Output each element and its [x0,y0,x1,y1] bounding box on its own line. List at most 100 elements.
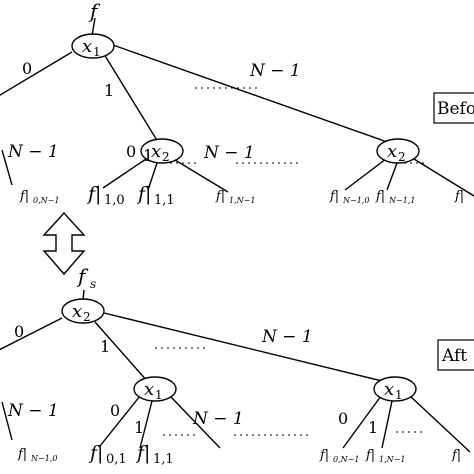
bottom-leaf-11: f| 1,1 [135,442,174,467]
bottom-child-var: x [144,379,154,400]
top-mid-label-1: 1 [143,146,153,165]
bottom-root-node [61,298,105,324]
bottom-root-edge-n1 [103,312,387,383]
top-mid-edge-1 [147,162,158,191]
bottom-left-label-n1: N − 1 [7,401,59,421]
bottom-left-sub-edge [1,401,13,441]
swap-double-arrow-icon [42,211,86,276]
top-root-edge-1 [103,53,159,143]
svg-text:f|: f| [17,447,27,462]
top-right-edge-n1 [413,158,474,197]
top-mid-edge-n1 [174,159,229,193]
bottom-leaf-0n1: f| 0,N−1 [319,448,359,464]
top-right-node [376,138,420,164]
svg-text:1,N−1: 1,N−1 [229,196,255,205]
bottom-stage-box [437,339,474,371]
top-root-var: x [82,36,92,57]
top-root-node [71,33,115,59]
top-mid-label-n1: N − 1 [203,143,255,163]
top-right-var: x [387,141,397,162]
svg-text:f|: f| [365,448,375,463]
top-root-sub: 1 [93,45,101,59]
bottom-right-edge-0 [342,395,382,449]
bottom-right-edge-n1 [409,395,471,453]
top-label-0: 0 [22,59,32,78]
bottom-root-sub: 2 [83,310,91,324]
bottom-label-1: 1 [100,337,110,356]
bottom-mid-label-n1: N − 1 [192,409,244,429]
svg-text:1,1: 1,1 [153,452,174,467]
top-left-label-n1: N − 1 [7,142,59,162]
top-right-sub: 2 [398,150,406,164]
top-leaf-11: f| 1,1 [136,183,175,208]
top-child-node [140,138,184,164]
bottom-mid-edge-0 [99,395,141,447]
bottom-right-var: x [384,379,394,400]
bottom-leaf-n10: f| N−1,0 [17,447,57,463]
bottom-mid-edge-n1 [169,395,221,449]
bottom-tree: f s x 2 0 1 N − 1 N − 1 f| N−1,0 x 1 0 1… [0,264,474,467]
svg-text:1,0: 1,0 [104,193,125,208]
bottom-child-node [133,376,177,402]
svg-text:0,1: 0,1 [106,452,127,467]
bottom-leaf-01: f| 0,1 [88,442,127,467]
svg-text:1,1: 1,1 [154,193,175,208]
top-label-1: 1 [104,81,114,100]
bottom-func-label: f [76,264,89,288]
bottom-right-node [373,376,417,402]
top-leaf-partial: f| [454,189,464,204]
svg-text:N−1,0: N−1,0 [342,196,369,205]
top-right-edge-0 [344,158,387,191]
top-leaf-0n1: f| 0,N−1 [19,189,59,205]
svg-text:N−1,1: N−1,1 [388,196,415,205]
top-leaf-10: f| 1,0 [86,183,125,208]
top-child-var: x [151,141,161,162]
top-leaf-n11: f| N−1,1 [375,189,415,205]
svg-text:f|: f| [88,442,103,464]
bottom-right-sub: 1 [395,388,403,402]
svg-text:N−1,0: N−1,0 [30,454,57,463]
bottom-root-edge-1 [94,321,149,383]
top-leaf-1n1: f| 1,N−1 [215,189,255,205]
top-root-edge-0 [0,51,73,96]
svg-text:f|: f| [135,442,150,464]
svg-text:f|: f| [19,189,29,204]
top-right-edge-1 [386,162,398,191]
bottom-label-n1: N − 1 [261,327,313,347]
svg-text:0,N−1: 0,N−1 [33,196,59,205]
svg-text:f|: f| [329,189,339,204]
bottom-right-label-1: 1 [368,418,378,437]
svg-text:f|: f| [136,183,151,205]
bottom-mid-label-0: 0 [110,401,120,420]
top-leaf-n10: f| N−1,0 [329,189,369,205]
top-stage-label: Befo [437,99,474,119]
bottom-mid-label-1: 1 [134,418,144,437]
bottom-stage-label: Aft [441,346,467,366]
bottom-label-0: 0 [14,322,24,341]
bottom-leaf-partial: f| [451,448,461,463]
top-input-edge [91,17,96,37]
bottom-func-sub: s [90,277,96,291]
svg-text:f|: f| [215,189,225,204]
top-tree: f x 1 0 1 N − 1 N − 1 f| 0,N−1 x 2 0 1 [0,0,474,208]
top-left-sub-edge [1,149,13,186]
top-mid-label-0: 0 [126,142,136,161]
bottom-right-edge-1 [381,400,393,449]
top-root-edge-n1 [112,44,391,144]
svg-text:0,N−1: 0,N−1 [333,455,359,464]
bottom-right-label-0: 0 [338,409,348,428]
top-label-n1: N − 1 [249,61,301,81]
svg-text:f|: f| [86,183,101,205]
bottom-leaf-1n1: f| 1,N−1 [365,448,405,464]
bottom-child-sub: 1 [155,388,163,402]
svg-text:1,N−1: 1,N−1 [379,455,405,464]
top-func-label: f [88,0,101,23]
bottom-root-edge-0 [0,317,63,351]
svg-text:f|: f| [319,448,329,463]
bottom-mid-edge-1 [139,400,153,449]
bottom-root-var: x [72,301,82,322]
top-child-sub: 2 [162,150,170,164]
top-stage-box [433,92,474,124]
top-mid-edge-0 [102,158,147,189]
